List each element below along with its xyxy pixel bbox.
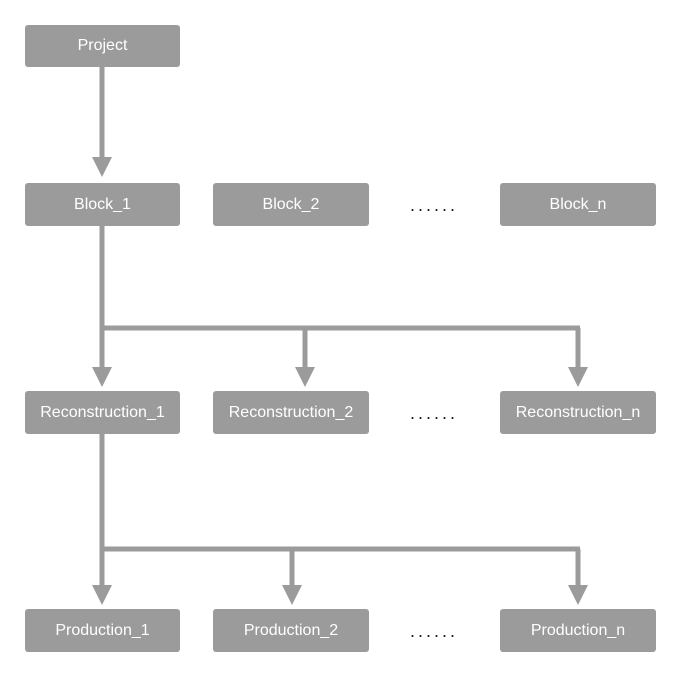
node-reconstruction-n[interactable]: Reconstruction_n bbox=[500, 391, 656, 434]
node-reconstruction-2[interactable]: Reconstruction_2 bbox=[213, 391, 369, 434]
node-block-2[interactable]: Block_2 bbox=[213, 183, 369, 226]
reconstructions-ellipsis: ...... bbox=[409, 402, 458, 423]
blocks-ellipsis: ...... bbox=[409, 194, 458, 215]
node-project[interactable]: Project bbox=[25, 25, 180, 67]
node-production-2[interactable]: Production_2 bbox=[213, 609, 369, 652]
productions-ellipsis: ...... bbox=[409, 620, 458, 641]
node-production-n[interactable]: Production_n bbox=[500, 609, 656, 652]
node-block-1[interactable]: Block_1 bbox=[25, 183, 180, 226]
node-reconstruction-1[interactable]: Reconstruction_1 bbox=[25, 391, 180, 434]
node-production-1[interactable]: Production_1 bbox=[25, 609, 180, 652]
node-block-n[interactable]: Block_n bbox=[500, 183, 656, 226]
